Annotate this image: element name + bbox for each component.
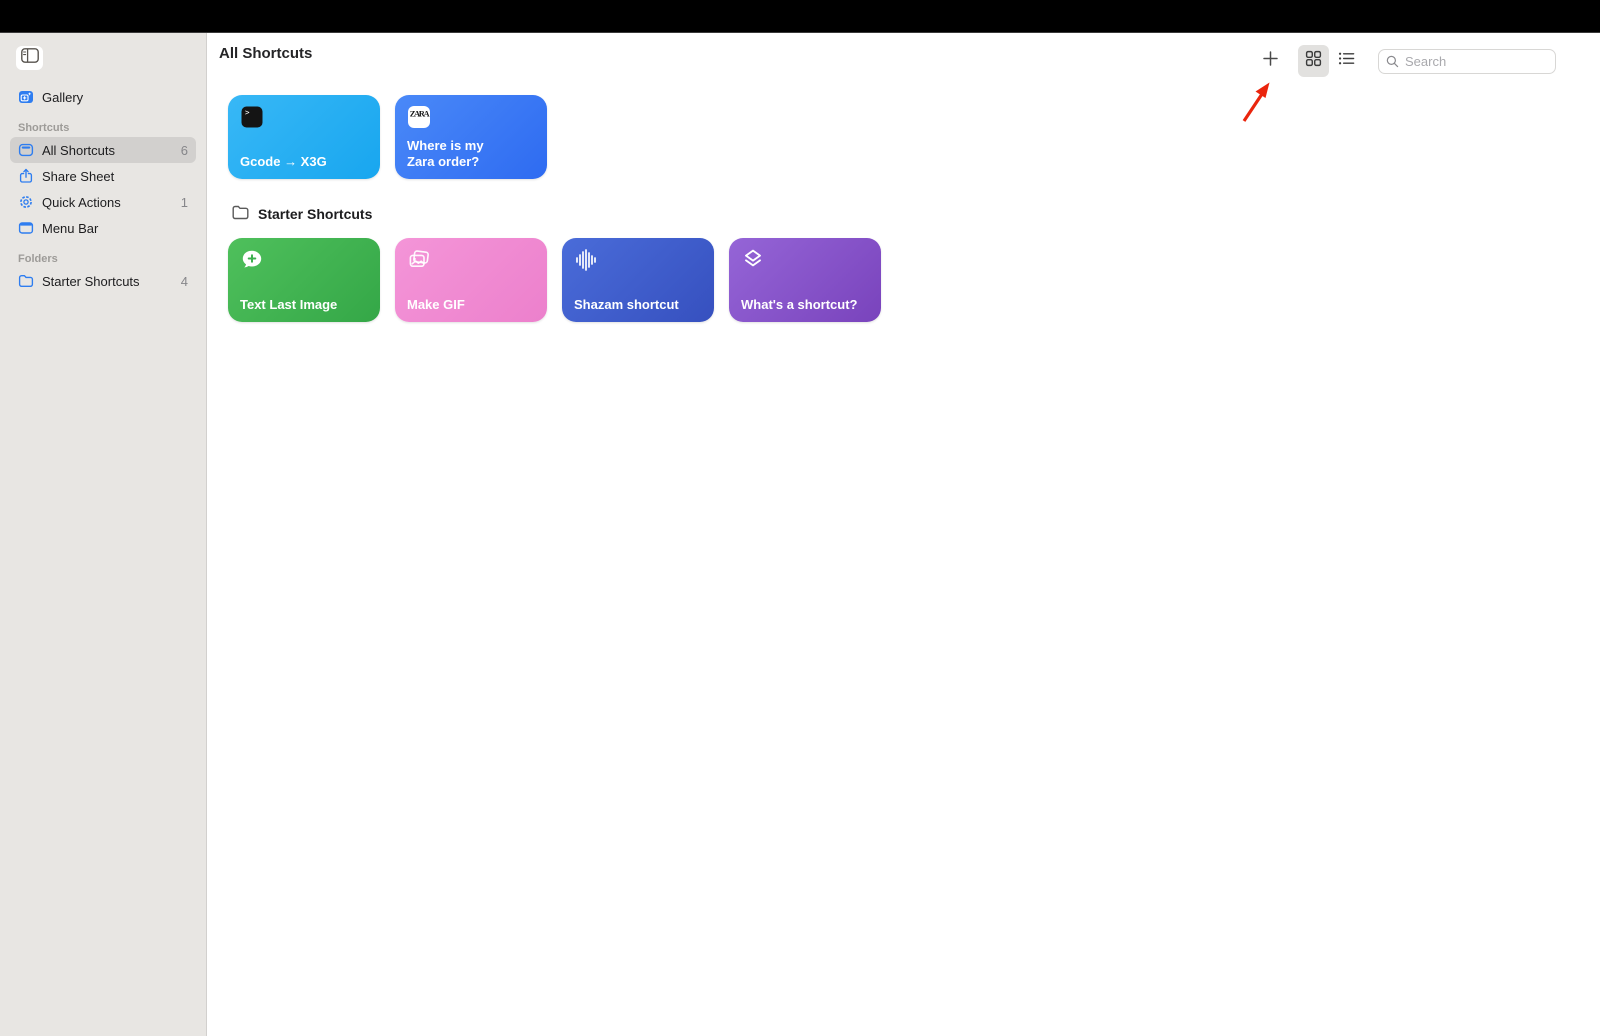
folder-section-header[interactable]: Starter Shortcuts [232,205,372,223]
sidebar-item-starter-shortcuts[interactable]: Starter Shortcuts 4 [10,268,196,294]
all-shortcuts-icon [18,142,34,158]
shortcut-card-shazam[interactable]: Shazam shortcut [562,238,714,322]
all-shortcuts-grid: > Gcode → X3G ZARA Where is my Zara orde… [228,95,547,179]
starter-shortcuts-grid: Text Last Image Make GIF [228,238,881,322]
sidebar-item-gallery[interactable]: Gallery [10,84,196,110]
search-input[interactable] [1378,48,1556,74]
annotation-arrow [1237,73,1283,132]
gear-icon [18,194,34,210]
sidebar-item-count: 6 [180,142,188,158]
page-title: All Shortcuts [219,45,313,62]
sidebar-item-all-shortcuts[interactable]: All Shortcuts 6 [10,137,196,163]
sidebar-toggle-button[interactable] [16,46,43,70]
shortcut-card-text-last-image[interactable]: Text Last Image [228,238,380,322]
shortcut-card-gcode-x3g[interactable]: > Gcode → X3G [228,95,380,179]
toolbar [1255,45,1556,77]
layers-icon [741,248,765,272]
sidebar-section-folders: Folders [18,253,58,265]
sidebar-item-label: Menu Bar [42,220,99,236]
sidebar-item-count: 4 [180,273,188,289]
sidebar-item-quick-actions[interactable]: Quick Actions 1 [10,189,196,215]
sidebar-item-menu-bar[interactable]: Menu Bar [10,215,196,241]
shortcut-title: What's a shortcut? [741,297,858,313]
sidebar-item-label: Starter Shortcuts [42,273,140,289]
sidebar-item-label: Quick Actions [42,194,121,210]
gallery-icon [18,89,34,105]
shortcut-title: Gcode → X3G [240,154,327,170]
folder-icon [18,273,34,289]
main-content: All Shortcuts [207,33,1600,1036]
list-view-icon [1338,50,1355,72]
sidebar-item-count: 1 [180,194,188,210]
shortcut-title: Text Last Image [240,297,338,313]
zara-logo-icon: ZARA [407,105,432,129]
shortcut-card-whats-a-shortcut[interactable]: What's a shortcut? [729,238,881,322]
plus-icon [1262,50,1279,72]
search-icon [1386,55,1399,67]
grid-view-icon [1305,50,1322,72]
sidebar-item-label: All Shortcuts [42,142,115,158]
window-titlebar [0,0,1600,33]
list-view-button[interactable] [1331,45,1362,77]
shortcuts-app-window: Gallery Shortcuts All Shortcuts 6 Sh [0,33,1600,1036]
shortcut-title: Shazam shortcut [574,297,679,313]
shortcut-title: Where is my Zara order? [407,138,484,170]
message-plus-icon [240,248,264,272]
terminal-icon: > [240,105,264,129]
new-shortcut-button[interactable] [1255,45,1286,77]
sidebar-item-share-sheet[interactable]: Share Sheet [10,163,196,189]
shortcut-title: Make GIF [407,297,465,313]
sidebar-item-label: Share Sheet [42,168,115,184]
waveform-icon [574,248,598,272]
sidebar-toggle-icon [20,48,39,68]
svg-text:>: > [245,108,250,117]
share-sheet-icon [18,168,34,184]
svg-text:ZARA: ZARA [410,109,431,119]
photos-icon [407,248,431,272]
sidebar-item-label: Gallery [42,89,84,105]
folder-section-title: Starter Shortcuts [258,206,373,222]
search-field [1378,48,1556,74]
sidebar-section-shortcuts: Shortcuts [18,122,70,134]
menu-bar-icon [18,220,34,236]
sidebar: Gallery Shortcuts All Shortcuts 6 Sh [0,33,207,1036]
grid-view-button[interactable] [1298,45,1329,77]
folder-icon [232,205,249,223]
shortcut-card-make-gif[interactable]: Make GIF [395,238,547,322]
shortcut-card-zara-order[interactable]: ZARA Where is my Zara order? [395,95,547,179]
